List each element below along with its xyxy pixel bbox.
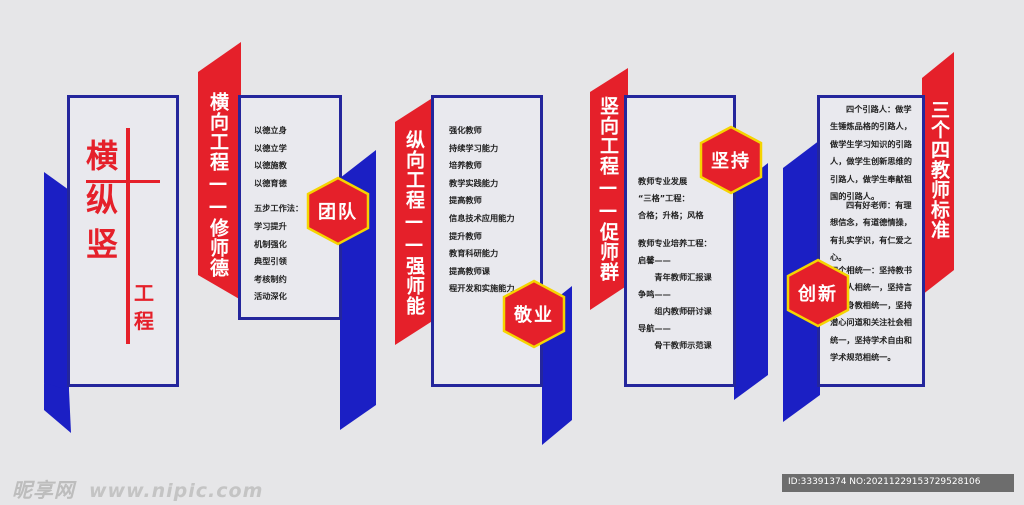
- badge-persistence-label: 坚持: [711, 151, 751, 172]
- panel1-title: 横 纵 竖: [86, 140, 118, 272]
- title-char-3: 竖: [86, 225, 119, 263]
- panel1-red-horizontal-line: [86, 180, 160, 183]
- list-item: 学习提升: [254, 220, 287, 231]
- watermark-logo-text: 昵享网: [12, 478, 75, 502]
- list-item: 教师专业培养工程：: [638, 238, 712, 248]
- watermark-logo: 昵享网 www.nipic.com: [12, 474, 263, 503]
- hexagon-icon: [502, 279, 566, 349]
- para-four-unities: 四个相统一：坚持教书和育人相统一，坚持言传和身教相统一，坚持潜心问道和关注社会相…: [830, 265, 912, 363]
- badge-persistence: 坚持: [699, 125, 763, 195]
- list-item: 程开发和实施能力: [449, 283, 515, 294]
- list-item: 五步工作法：: [254, 203, 304, 214]
- panel5: [817, 95, 925, 387]
- title-char-1: 横: [86, 137, 119, 175]
- list-item: 以德育德: [254, 177, 287, 188]
- list-item: 导航——: [638, 323, 671, 333]
- subtitle-char-1: 工: [134, 281, 154, 305]
- list-item: 信息技术应用能力: [449, 212, 515, 223]
- list-item: 提高教师课: [449, 265, 490, 276]
- list-item: 持续学习能力: [449, 142, 499, 153]
- panel1: [67, 95, 179, 387]
- badge-dedication: 敬业: [502, 279, 566, 349]
- panel4-banner: 竖向工程——促师群: [597, 96, 619, 282]
- list-item: 考核制约: [254, 273, 287, 284]
- panel2-banner: 横向工程——修师德: [207, 92, 229, 278]
- panel5-text-2: 四有好老师：有理想信念，有道德情操，有扎实学识，有仁爱之心。: [830, 197, 916, 267]
- panel1-subtitle: 工 程: [134, 283, 154, 339]
- badge-innovation-label: 创新: [798, 284, 838, 305]
- list-item: 教学实践能力: [449, 177, 499, 188]
- list-item: 提高教师: [449, 195, 482, 206]
- list-item: 以德施教: [254, 160, 287, 171]
- watermark-id: ID:33391374 NO:20211229153729528106: [788, 477, 981, 487]
- title-char-2: 纵: [86, 181, 119, 219]
- panel3-banner: 纵向工程——强师能: [403, 130, 425, 316]
- panel3-list: 强化教师 持续学习能力 培养教师 教学实践能力 提高教师 信息技术应用能力 提升…: [449, 122, 515, 298]
- list-item: 培养教师: [449, 160, 482, 171]
- list-item: 强化教师: [449, 125, 482, 135]
- list-item: 启馨——: [638, 255, 671, 265]
- panel5-text-1: 四个引路人：做学生锤炼品格的引路人，做学生学习知识的引路人，做学生创新思维的引路…: [830, 101, 916, 205]
- hexagon-icon: [699, 125, 763, 195]
- list-item: “三格”工程：: [638, 193, 690, 203]
- list-item: 以德立身: [254, 125, 287, 135]
- list-item: 争鸣——: [638, 289, 671, 299]
- badge-team-label: 团队: [318, 202, 358, 223]
- list-item: 组内教师研讨课: [638, 306, 712, 316]
- subtitle-char-2: 程: [134, 309, 154, 333]
- list-item: 教师专业发展: [638, 176, 688, 186]
- hexagon-icon: [786, 258, 850, 328]
- hexagon-icon: [306, 176, 370, 246]
- badge-team: 团队: [306, 176, 370, 246]
- para-four-guides: 四个引路人：做学生锤炼品格的引路人，做学生学习知识的引路人，做学生创新思维的引路…: [830, 104, 912, 202]
- panel1-red-vertical-line: [126, 128, 130, 344]
- list-item: 教育科研能力: [449, 248, 499, 259]
- badge-innovation: 创新: [786, 258, 850, 328]
- list-item: 活动深化: [254, 291, 287, 302]
- list-item: 以德立学: [254, 142, 287, 153]
- panel2-list: 以德立身 以德立学 以德施教 以德育德 五步工作法： 学习提升 机制强化 典型引…: [254, 122, 303, 306]
- watermark-id-bar: [782, 474, 1014, 492]
- badge-dedication-label: 敬业: [514, 305, 554, 326]
- panel5-banner: 三个四教师标准: [928, 100, 950, 240]
- list-item: 青年教师汇报课: [638, 272, 712, 282]
- para-four-haves: 四有好老师：有理想信念，有道德情操，有扎实学识，有仁爱之心。: [830, 200, 912, 263]
- panel5-text-3: 四个相统一：坚持教书和育人相统一，坚持言传和身教相统一，坚持潜心问道和关注社会相…: [830, 262, 916, 366]
- list-item: 合格；升格；风格: [638, 210, 704, 220]
- list-item: 机制强化: [254, 238, 287, 249]
- list-item: 典型引领: [254, 256, 287, 267]
- list-item: 提升教师: [449, 230, 482, 241]
- watermark-url: www.nipic.com: [88, 480, 264, 502]
- list-item: 骨干教师示范课: [638, 340, 712, 350]
- panel4-list: 教师专业发展 “三格”工程： 合格；升格；风格 教师专业培养工程： 启馨—— 青…: [638, 173, 712, 354]
